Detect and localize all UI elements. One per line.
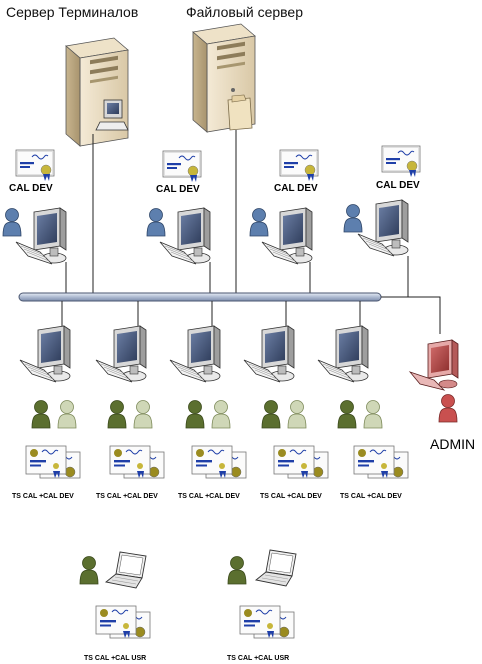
ts-cal-dev-label: TS CAL +CAL DEV xyxy=(12,493,74,500)
user-icon xyxy=(79,556,99,585)
user-pair xyxy=(261,400,307,429)
cal-dev-label: CAL DEV xyxy=(274,183,318,194)
user-icon xyxy=(343,204,363,233)
user-icon xyxy=(185,400,205,429)
terminal-server-icon xyxy=(65,37,129,147)
user-icon xyxy=(249,208,269,237)
ts-cal-dev-label: TS CAL +CAL DEV xyxy=(178,493,240,500)
network-bus xyxy=(18,292,382,302)
user-icon xyxy=(287,400,307,429)
workstation-icon xyxy=(357,199,409,257)
workstation-icon xyxy=(169,325,221,383)
ts-cal-usr-label: TS CAL +CAL USR xyxy=(227,655,290,662)
user-icon xyxy=(227,556,247,585)
workstation-icon xyxy=(159,207,211,265)
user-icon xyxy=(261,400,281,429)
top-row-links xyxy=(65,256,409,297)
cal-dev-label: CAL DEV xyxy=(376,180,420,191)
certificate-icon xyxy=(191,445,247,479)
certificate-icon xyxy=(273,445,329,479)
certificate-icon xyxy=(279,149,319,182)
user-icon xyxy=(2,208,22,237)
workstation-icon xyxy=(317,325,369,383)
user-icon xyxy=(337,400,357,429)
user-icon xyxy=(107,400,127,429)
file-server-icon xyxy=(192,23,256,133)
user-pair xyxy=(337,400,383,429)
certificate-icon xyxy=(239,605,295,639)
user-icon xyxy=(31,400,51,429)
laptop-icon xyxy=(105,551,147,589)
cal-dev-label: CAL DEV xyxy=(9,183,53,194)
ts-cal-dev-label: TS CAL +CAL DEV xyxy=(260,493,322,500)
certificate-icon xyxy=(381,145,421,178)
certificate-icon xyxy=(15,149,55,182)
ts-cal-dev-label: TS CAL +CAL DEV xyxy=(96,493,158,500)
certificate-icon xyxy=(95,605,151,639)
user-icon xyxy=(146,208,166,237)
user-pair xyxy=(107,400,153,429)
workstation-icon xyxy=(95,325,147,383)
certificate-icon xyxy=(25,445,81,479)
terminal-server-title: Сервер Терминалов xyxy=(6,4,139,20)
admin-link xyxy=(381,296,441,334)
user-icon xyxy=(133,400,153,429)
user-pair xyxy=(31,400,77,429)
workstation-icon xyxy=(15,207,67,265)
certificate-icon xyxy=(109,445,165,479)
cal-dev-label: CAL DEV xyxy=(156,184,200,195)
workstation-icon xyxy=(261,207,313,265)
ts-cal-dev-label: TS CAL +CAL DEV xyxy=(340,493,402,500)
certificate-icon xyxy=(162,150,202,183)
workstation-icon xyxy=(243,325,295,383)
laptop-icon xyxy=(255,549,297,587)
admin-workstation-icon xyxy=(408,339,459,391)
workstation-icon xyxy=(19,325,71,383)
ts-cal-usr-label: TS CAL +CAL USR xyxy=(84,655,147,662)
admin-label: ADMIN xyxy=(430,436,476,452)
user-icon xyxy=(57,400,77,429)
user-pair xyxy=(185,400,231,429)
user-icon xyxy=(211,400,231,429)
file-server-title: Файловый сервер xyxy=(186,4,303,20)
admin-user-icon xyxy=(438,394,458,423)
user-icon xyxy=(363,400,383,429)
certificate-icon xyxy=(353,445,409,479)
